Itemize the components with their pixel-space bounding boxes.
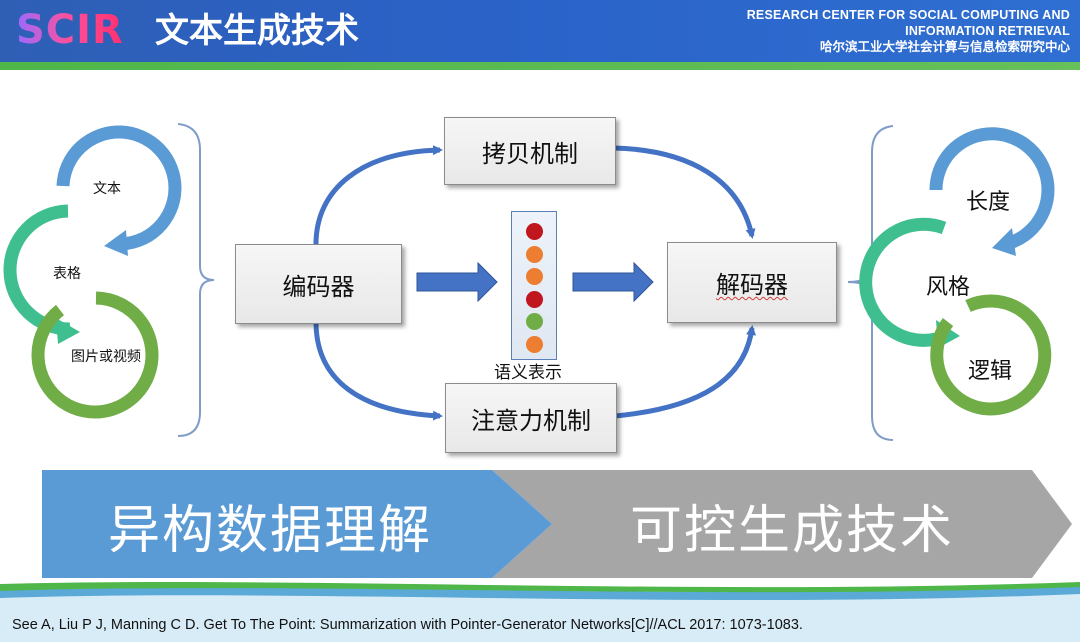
encoder-box: 编码器 — [235, 244, 402, 324]
output-ring-length — [929, 127, 1055, 256]
banner-controllable-generation: 可控生成技术 — [630, 501, 955, 561]
footer-wave — [0, 582, 1080, 642]
encoder-to-attention-arrow — [313, 321, 443, 421]
generation-diagram: 文本 表格 图片或视频 编码器 拷贝机制 注意力机制 解码器 语义表示 长度 风… — [0, 70, 1080, 470]
attention-mechanism-box: 注意力机制 — [445, 383, 617, 453]
left-brace — [177, 123, 215, 437]
semantic-representation-label: 语义表示 — [494, 363, 562, 383]
diagram-graphics — [3, 123, 1055, 441]
banner-blue-chevron — [42, 470, 552, 578]
input-label-text: 文本 — [93, 181, 121, 197]
right-brace — [847, 125, 894, 441]
semantic-dot — [526, 245, 543, 263]
semantic-dot — [526, 313, 543, 330]
semantic-to-decoder-arrow — [572, 261, 654, 303]
output-ring-logic — [930, 294, 1052, 416]
semantic-dot — [526, 223, 543, 240]
header-divider — [0, 62, 1080, 70]
semantic-dot — [526, 290, 543, 308]
encoder-to-semantic-arrow — [416, 261, 498, 303]
banner-gray-chevron — [492, 470, 1072, 578]
copy-mechanism-label: 拷贝机制 — [482, 139, 578, 168]
output-label-logic: 逻辑 — [968, 359, 1013, 384]
copy-to-decoder-arrow — [613, 145, 756, 239]
attention-to-decoder-arrow — [614, 325, 757, 419]
output-label-length: 长度 — [966, 190, 1011, 215]
header-bar: SCIR 文本生成技术 RESEARCH CENTER FOR SOCIAL C… — [0, 0, 1080, 62]
institution-name: RESEARCH CENTER FOR SOCIAL COMPUTING AND… — [747, 7, 1070, 55]
encoder-to-copy-arrow — [313, 145, 443, 245]
attention-mechanism-label: 注意力机制 — [471, 406, 591, 435]
scir-logo: SCIR — [16, 7, 124, 53]
decoder-label: 解码器 — [716, 271, 788, 299]
copy-mechanism-box: 拷贝机制 — [444, 117, 616, 185]
decoder-box: 解码器 — [667, 242, 837, 323]
institution-en-line1: RESEARCH CENTER FOR SOCIAL COMPUTING AND — [746, 8, 1070, 22]
summary-banner — [42, 470, 1072, 578]
institution-en-line2: INFORMATION RETRIEVAL — [905, 24, 1070, 38]
citation: See A, Liu P J, Manning C D. Get To The … — [12, 617, 803, 633]
input-ring-text — [56, 125, 182, 256]
output-label-style: 风格 — [926, 275, 971, 300]
institution-cn: 哈尔滨工业大学社会计算与信息检索研究中心 — [819, 40, 1070, 54]
input-ring-image — [31, 291, 159, 419]
semantic-dot — [526, 268, 543, 285]
banner-heterogeneous-data: 异构数据理解 — [108, 501, 433, 561]
semantic-dot — [526, 335, 543, 353]
input-label-image: 图片或视频 — [71, 349, 141, 365]
encoder-label: 编码器 — [282, 272, 355, 301]
input-label-table: 表格 — [53, 266, 81, 282]
semantic-vector — [511, 211, 557, 360]
page-title: 文本生成技术 — [155, 11, 359, 51]
